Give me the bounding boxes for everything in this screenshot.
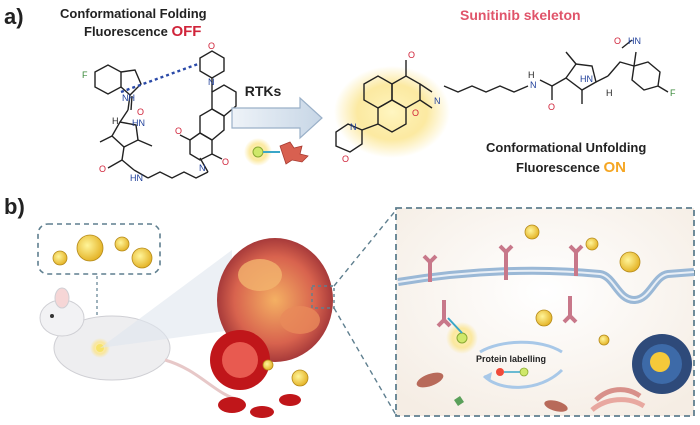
on-badge: ON bbox=[603, 159, 626, 176]
mitochondrion-left bbox=[416, 372, 444, 388]
svg-text:O: O bbox=[99, 164, 106, 174]
svg-text:O: O bbox=[342, 154, 349, 164]
folding-caption-line1: Conformational Folding bbox=[60, 6, 207, 21]
svg-text:N: N bbox=[434, 96, 441, 106]
rtks-arrow: RTKs bbox=[231, 83, 323, 140]
folding-caption-prefix: Fluorescence bbox=[84, 24, 171, 39]
nanoparticle-inset bbox=[37, 223, 161, 318]
svg-text:HN: HN bbox=[130, 173, 143, 183]
svg-text:H: H bbox=[528, 70, 535, 80]
svg-text:Fluorescence OFF: Fluorescence OFF bbox=[84, 23, 201, 40]
svg-text:N: N bbox=[199, 163, 206, 173]
svg-text:HN: HN bbox=[628, 36, 641, 46]
fragment-icon bbox=[454, 396, 464, 406]
svg-text:F: F bbox=[82, 70, 88, 80]
svg-text:O: O bbox=[548, 102, 555, 112]
svg-text:NH: NH bbox=[122, 93, 135, 103]
svg-text:O: O bbox=[175, 126, 182, 136]
svg-text:N: N bbox=[208, 77, 215, 87]
svg-text:N: N bbox=[530, 80, 537, 90]
mitochondrion-right bbox=[544, 400, 568, 412]
svg-text:HN: HN bbox=[580, 74, 593, 84]
cell-zoom-panel: Protein labelling bbox=[395, 207, 695, 417]
arrow-label: RTKs bbox=[245, 83, 282, 99]
protein-icon bbox=[279, 141, 309, 165]
svg-text:HN: HN bbox=[132, 118, 145, 128]
folded-molecule: F NH O H HN O HN N O O N O bbox=[82, 41, 237, 183]
unfolding-caption-prefix: Fluorescence bbox=[516, 160, 603, 175]
zoom-cone-1 bbox=[100, 250, 232, 348]
panel-a-letter: a) bbox=[4, 4, 24, 29]
nucleus bbox=[632, 334, 692, 394]
probe-binding-icon bbox=[244, 138, 309, 166]
sunitinib-title: Sunitinib skeleton bbox=[460, 7, 581, 23]
protein-labelling-label: Protein labelling bbox=[476, 354, 546, 364]
unfolded-molecule: O N O N O H N O HN H HN O F bbox=[334, 36, 676, 164]
svg-text:O: O bbox=[137, 107, 144, 117]
fluorescence-glow bbox=[334, 66, 450, 158]
svg-text:Fluorescence ON: Fluorescence ON bbox=[516, 159, 626, 176]
tumor-zoom-box bbox=[311, 285, 335, 309]
unfolding-caption-line1: Conformational Unfolding bbox=[486, 140, 646, 155]
tumor-illustration bbox=[210, 238, 335, 418]
svg-text:O: O bbox=[408, 50, 415, 60]
svg-text:H: H bbox=[606, 88, 613, 98]
panel-b-letter: b) bbox=[4, 194, 25, 219]
svg-text:H: H bbox=[112, 116, 119, 126]
svg-text:O: O bbox=[208, 41, 215, 51]
receptor-group bbox=[422, 244, 584, 328]
svg-text:F: F bbox=[670, 88, 676, 98]
off-badge: OFF bbox=[171, 23, 201, 40]
svg-text:N: N bbox=[350, 122, 357, 132]
svg-text:O: O bbox=[412, 108, 419, 118]
golgi-apparatus bbox=[590, 387, 646, 412]
hydrogen-bond-dashes bbox=[120, 62, 199, 94]
svg-text:O: O bbox=[222, 157, 229, 167]
svg-text:O: O bbox=[614, 36, 621, 46]
